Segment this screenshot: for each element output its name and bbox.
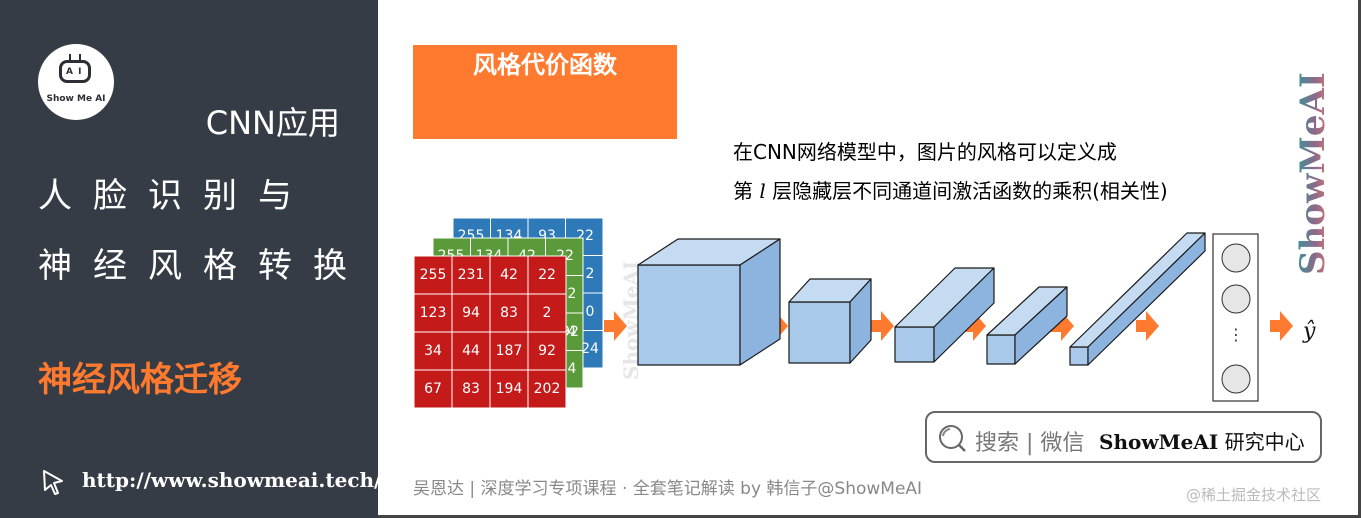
showmeai-logo-icon: A I Show Me AI <box>38 44 114 120</box>
vertical-watermark: ShowMeAI <box>1293 72 1330 275</box>
red-cell: 202 <box>534 381 561 397</box>
blue-side-cell: 2 <box>586 266 595 282</box>
vertical-watermark-text: ShowMeAI <box>1293 72 1330 275</box>
slide-title: 风格代价函数 <box>473 51 617 79</box>
brand-suffix: 研究中心 <box>1218 430 1305 454</box>
red-cell: 123 <box>420 305 447 321</box>
red-cell: 231 <box>458 267 485 283</box>
green-side-cell: 2 <box>568 286 577 302</box>
juejin-watermark: @稀土掘金技术社区 <box>1186 486 1322 504</box>
red-cell: 255 <box>420 267 447 283</box>
footer-credit: 吴恩达 | 深度学习专项课程 · 全套笔记解读 by 韩信子@ShowMeAI <box>413 479 923 499</box>
output-y-hat: ŷ <box>1302 319 1316 344</box>
search-icon <box>939 425 966 452</box>
sidebar-section-title: 神经风格迁移 <box>38 360 242 400</box>
search-box[interactable]: 搜索 | 微信 ShowMeAI 研究中心 <box>925 411 1322 463</box>
cnn-diagram: 255 134 93 22 2 0 24 255 134 42 22 2 4 4… <box>413 217 1316 409</box>
logo-text: Show Me AI <box>46 94 106 104</box>
red-cell: 22 <box>538 267 556 283</box>
description-line1: 在CNN网络模型中，图片的风格可以定义成 <box>733 140 1117 164</box>
output-layer: ⋮ <box>1212 233 1259 402</box>
green-side-cell: 4 <box>568 361 577 377</box>
desc-prefix: 第 <box>733 179 760 203</box>
search-brand: ShowMeAI 研究中心 <box>1099 426 1305 455</box>
red-cell: 94 <box>462 305 480 321</box>
output-dots: ⋮ <box>1228 325 1244 344</box>
red-cell: 42 <box>500 267 518 283</box>
layer-box-1 <box>637 238 781 366</box>
brand-name: ShowMeAI <box>1099 430 1219 454</box>
blue-side-cell: 0 <box>586 304 595 320</box>
red-cell: 83 <box>462 381 480 397</box>
search-placeholder: 搜索 | 微信 <box>975 431 1085 456</box>
blue-side-cell: 24 <box>581 341 599 357</box>
red-cell: 194 <box>496 381 523 397</box>
sidebar-title-line3: 神经风格转换 <box>38 246 368 286</box>
layer-variable: l <box>759 179 766 203</box>
red-channel-matrix: 255 231 42 22 123 94 83 2 34 44 187 92 67 83 194 202 <box>413 255 567 409</box>
cursor-click-icon <box>43 470 63 495</box>
robot-face-icon: A I <box>59 54 91 83</box>
sidebar: A I Show Me AI CNN应用 人脸识别与 神经风格转换 神经风格迁移… <box>0 0 382 518</box>
red-cell: 2 <box>543 305 552 321</box>
red-cell: 44 <box>462 343 480 359</box>
layer-box-5 <box>1069 232 1206 366</box>
layer-box-4 <box>986 286 1068 365</box>
description-line2: 第 l 层隐藏层不同通道间激活函数的乘积(相关性) <box>733 175 1168 204</box>
sidebar-title-line2: 人脸识别与 <box>38 176 313 216</box>
title-box: 风格代价函数 <box>413 45 677 139</box>
desc-suffix: 层隐藏层不同通道间激活函数的乘积(相关性) <box>765 179 1168 203</box>
sidebar-title-line1: CNN应用 <box>205 104 340 142</box>
red-cell: 67 <box>424 381 442 397</box>
logo-eyes: A I <box>66 67 83 77</box>
layer-box-3 <box>894 267 995 363</box>
red-cell: 187 <box>496 343 523 359</box>
layer-box-2 <box>788 278 872 364</box>
conv-layers <box>637 232 1206 366</box>
website-link[interactable]: http://www.showmeai.tech/ <box>82 468 382 492</box>
red-cell: 92 <box>538 343 556 359</box>
red-cell: 83 <box>500 305 518 321</box>
main-panel <box>378 0 1361 518</box>
green-side-cell: 4 <box>568 324 577 340</box>
red-cell: 34 <box>424 343 442 359</box>
